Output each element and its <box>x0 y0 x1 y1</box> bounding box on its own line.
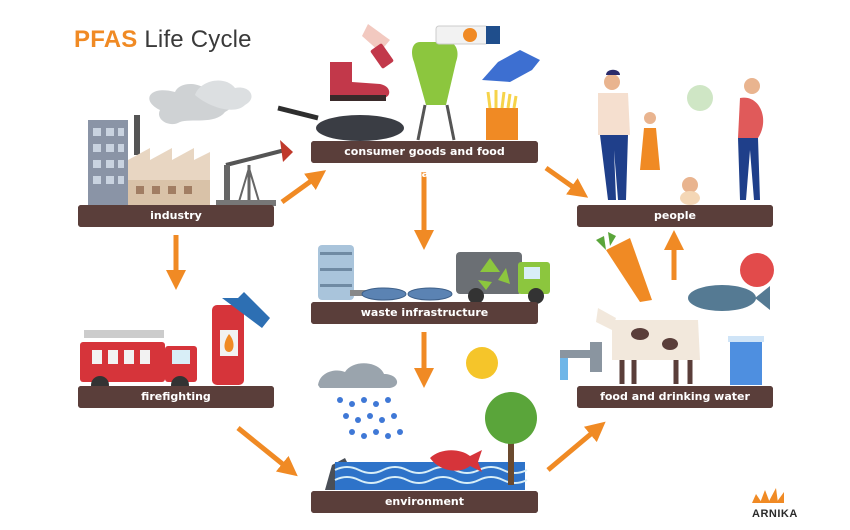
stage-waste: waste infrastructure <box>311 302 538 324</box>
stage-environment: environment <box>311 491 538 513</box>
arrow-consumer-to-people <box>544 165 589 198</box>
factory-icon <box>88 80 293 206</box>
arrow-environment-to-food <box>546 421 606 472</box>
consumer-goods-icon <box>277 24 540 141</box>
title-accent: PFAS <box>74 26 138 53</box>
stage-consumer-goods: consumer goods and food packaging <box>311 141 538 180</box>
stage-people: people <box>577 205 773 227</box>
arnika-logo-icon <box>752 488 784 503</box>
page-title: PFAS Life Cycle <box>74 26 252 54</box>
food-water-icon <box>560 232 774 385</box>
stage-firefighting: firefighting <box>78 386 274 408</box>
brand-name: ARNIKA <box>752 508 798 520</box>
stage-food-water: food and drinking water <box>577 386 773 408</box>
title-rest: Life Cycle <box>144 26 252 53</box>
stage-industry: industry <box>78 205 274 227</box>
arrow-industry-to-consumer <box>280 170 327 205</box>
waste-infrastructure-icon <box>318 245 550 304</box>
arrow-firefighting-to-environment <box>236 426 298 477</box>
environment-icon <box>318 347 537 490</box>
people-icon <box>598 69 764 205</box>
firefighting-icon <box>80 292 270 394</box>
